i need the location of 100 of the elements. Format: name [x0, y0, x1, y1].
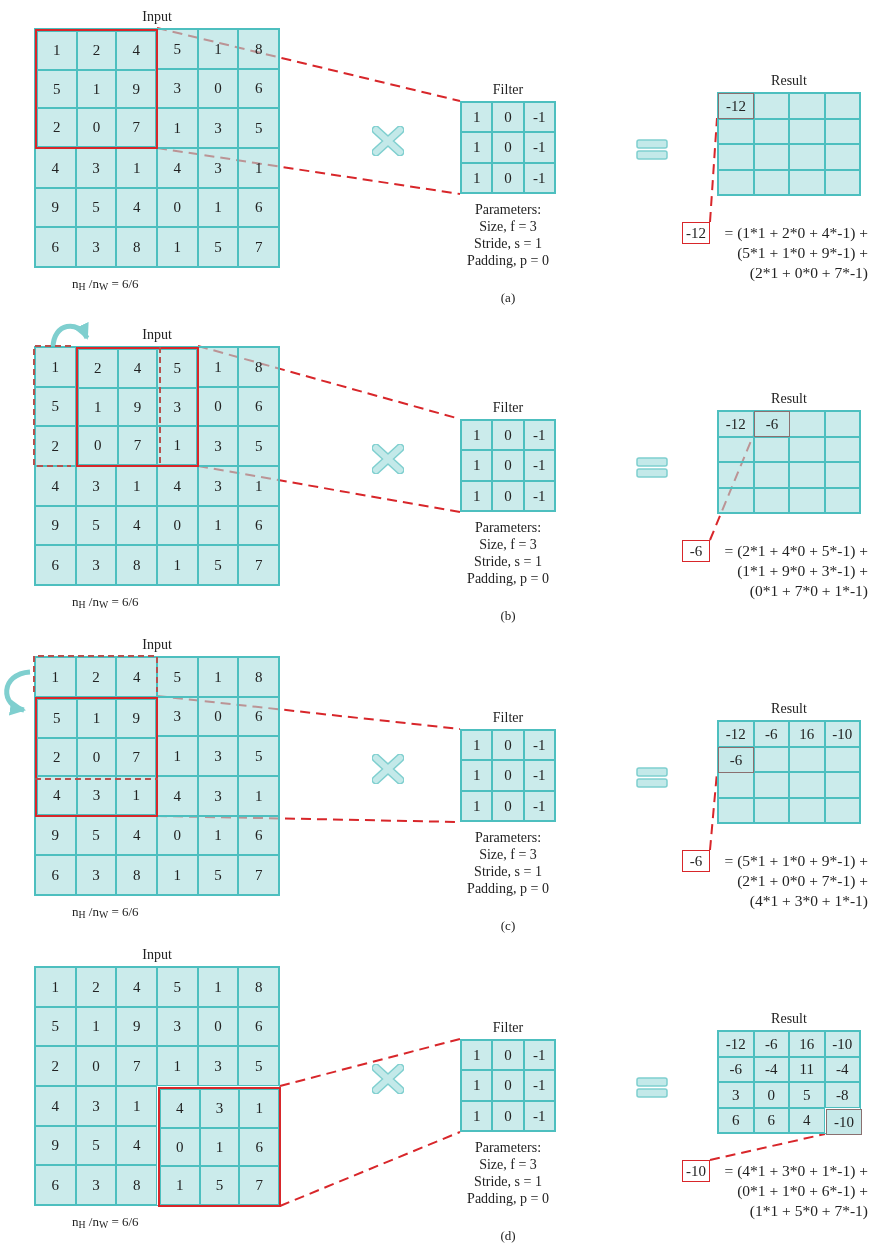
matrix-cell: 1	[35, 657, 76, 697]
matrix-cell: 3	[197, 776, 239, 816]
matrix-cell: 8	[238, 967, 279, 1007]
matrix-cell: 0	[492, 1100, 524, 1131]
matrix-cell: 4	[35, 466, 76, 506]
matrix-cell: 1	[116, 1086, 157, 1126]
matrix-cell: 5	[197, 545, 239, 585]
matrix-cell: -1	[523, 760, 555, 791]
matrix-cell: -1	[523, 1100, 555, 1131]
matrix-cell: 1	[461, 1070, 493, 1101]
matrix-cell: 0	[492, 450, 524, 481]
matrix-cell: 5	[35, 1006, 76, 1047]
projection-line	[156, 27, 461, 102]
matrix-size-label: n$_{H}$ /n$_{W}$ = 6/6	[72, 593, 139, 612]
matrix-heading: Input	[142, 637, 172, 654]
matrix-cell: 0	[492, 480, 524, 511]
matrix-cell: -1	[523, 450, 555, 481]
highlighted-cell: -6	[754, 411, 790, 437]
matrix-cell: 3	[157, 1006, 198, 1047]
matrix-cell: -6	[753, 721, 789, 747]
parameter-text: Stride, s = 1	[474, 863, 542, 880]
matrix-cell: 9	[116, 699, 156, 738]
matrix-cell: 9	[35, 1125, 76, 1166]
parameter-text: Parameters:	[474, 201, 542, 218]
highlighted-cell: -12	[718, 93, 754, 119]
matrix-cell: -1	[523, 480, 555, 511]
matrix-cell: 1	[461, 450, 493, 481]
matrix-cell: 3	[157, 387, 197, 427]
matrix-cell: 5	[238, 736, 279, 776]
matrix-cell: -4	[824, 1056, 860, 1082]
matrix-cell: 2	[75, 657, 117, 697]
curved-arrow	[4, 669, 31, 714]
matrix-cell: 4	[789, 1107, 825, 1133]
matrix-cell: 4	[35, 148, 76, 188]
matrix-cell: 1	[461, 162, 493, 193]
matrix-cell: 7	[239, 1166, 279, 1205]
matrix-cell: 16	[789, 721, 825, 747]
matrix-cell: 1	[76, 699, 117, 738]
matrix-cell: 1	[197, 347, 239, 387]
matrix-cell: 3	[197, 426, 239, 466]
parameter-text: Size, f = 3	[479, 218, 537, 235]
matrix-cell: -10	[824, 721, 860, 747]
matrix-cell: 5	[238, 1046, 279, 1086]
matrix-cell: 6	[718, 1107, 754, 1133]
matrix-cell: 5	[197, 855, 239, 895]
projection-line	[156, 147, 461, 195]
matrix-cell: 9	[35, 815, 76, 856]
matrix-cell: 0	[492, 420, 524, 451]
matrix-cell: 5	[75, 187, 117, 228]
matrix-cell: 2	[37, 108, 77, 147]
matrix-cell: 1	[157, 1046, 198, 1086]
matrix-cell: -10	[824, 1031, 860, 1057]
matrix-cell: 6	[238, 696, 279, 737]
formula-line: = (5*1 + 1*0 + 9*-1) +	[724, 851, 868, 871]
matrix-cell: 1	[157, 227, 198, 267]
matrix-cell: 0	[492, 1040, 524, 1071]
formula-line: (5*1 + 1*0 + 9*-1) +	[737, 243, 868, 263]
matrix-cell: 3	[75, 466, 117, 506]
matrix-cell: 1	[199, 1127, 240, 1167]
matrix-cell: 1	[157, 426, 197, 465]
matrix-cell: 4	[116, 815, 157, 856]
matrix-cell: 7	[238, 545, 279, 585]
matrix-cell: 3	[157, 68, 198, 109]
matrix-cell: 4	[37, 776, 77, 815]
matrix-cell: 1	[116, 466, 157, 506]
matrix-cell: 9	[116, 1006, 157, 1047]
matrix-cell: 6	[238, 68, 279, 109]
matrix-heading: Filter	[492, 1020, 524, 1037]
matrix-cell: 2	[75, 967, 117, 1007]
matrix-cell: 3	[197, 466, 239, 506]
parameter-text: Parameters:	[474, 1139, 542, 1156]
matrix-cell: 1	[238, 466, 279, 506]
matrix-cell: 0	[157, 187, 198, 228]
matrix-cell: 5	[197, 227, 239, 267]
matrix-cell: 4	[116, 1125, 157, 1166]
formula-line: (0*1 + 1*0 + 6*-1) +	[737, 1181, 868, 1201]
matrix-cell: 5	[238, 426, 279, 466]
matrix-cell: -1	[523, 1070, 555, 1101]
matrix-cell: 1	[75, 1006, 117, 1047]
matrix-cell: 0	[75, 1046, 117, 1086]
matrix-cell: 1	[238, 776, 279, 816]
panel-caption: (c)	[500, 917, 516, 935]
formula-line: = (2*1 + 4*0 + 5*-1) +	[724, 541, 868, 561]
matrix-cell: 3	[197, 108, 239, 148]
matrix-cell: 2	[76, 31, 117, 70]
formula-line: (1*1 + 9*0 + 3*-1) +	[737, 561, 868, 581]
matrix-cell: 4	[35, 1086, 76, 1126]
parameter-text: Stride, s = 1	[474, 235, 542, 252]
matrix-cell: 1	[461, 420, 493, 451]
matrix-cell: 1	[197, 657, 239, 697]
parameter-text: Padding, p = 0	[467, 252, 549, 269]
matrix-cell: 0	[157, 505, 198, 546]
matrix-cell: 0	[492, 730, 524, 761]
matrix-cell: 0	[492, 132, 524, 163]
matrix-cell: 8	[116, 855, 157, 895]
matrix-cell: 0	[157, 815, 198, 856]
formula-line: (2*1 + 0*0 + 7*-1)	[749, 263, 868, 283]
matrix-cell: 6	[35, 227, 76, 267]
matrix-cell: 9	[35, 187, 76, 228]
matrix-cell: 7	[238, 855, 279, 895]
